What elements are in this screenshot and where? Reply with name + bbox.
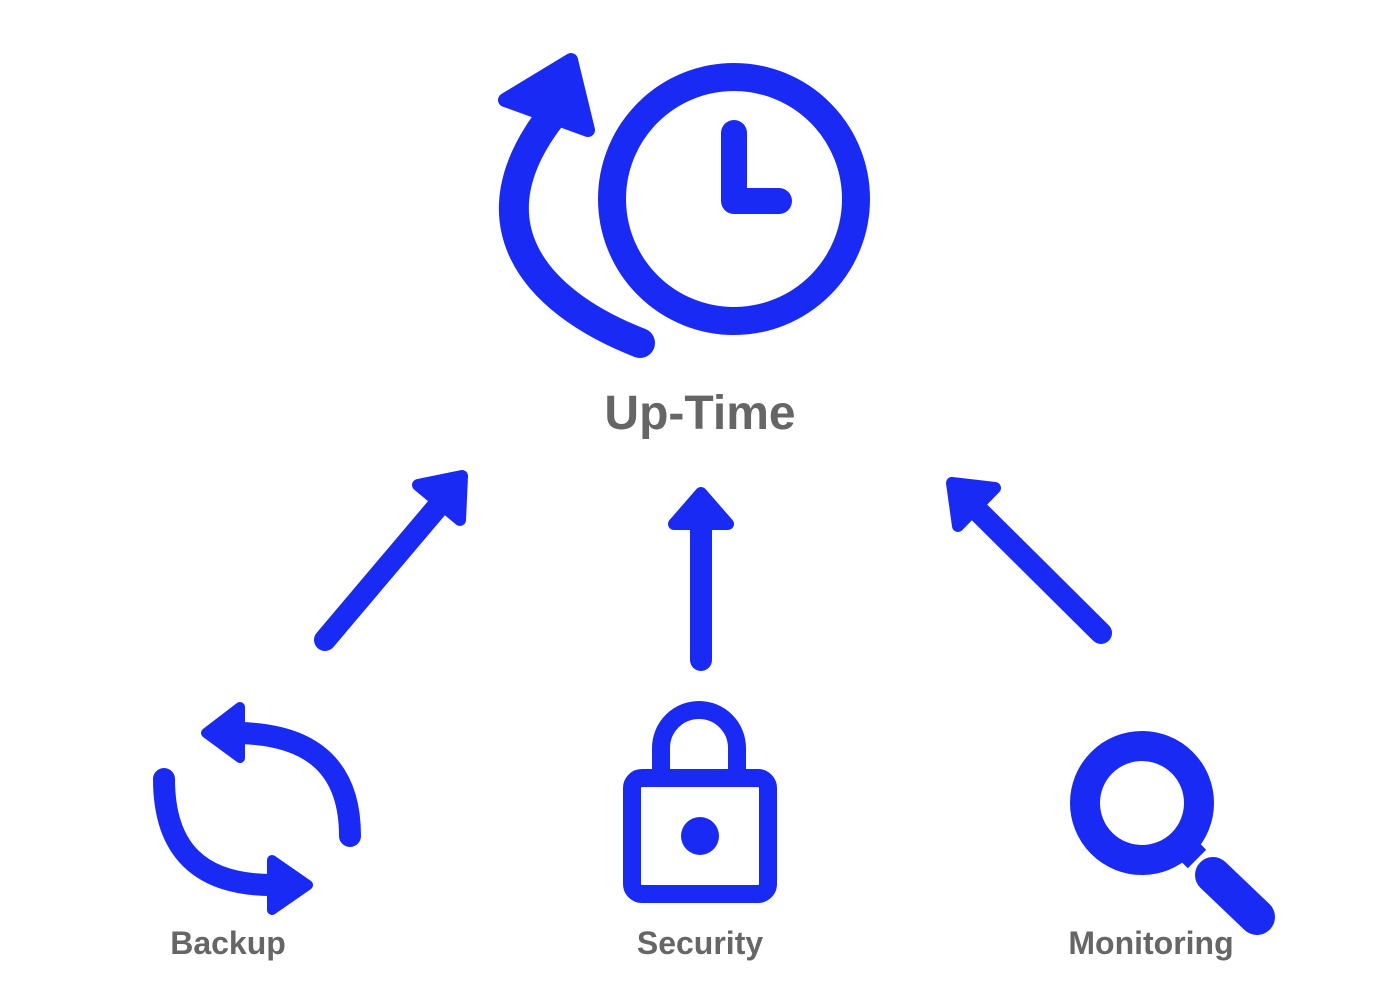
uptime-label: Up-Time (604, 387, 796, 440)
security-label: Security (636, 925, 764, 961)
lock-icon (623, 701, 777, 903)
monitoring-label: Monitoring (1068, 925, 1234, 961)
magnifier-icon (1070, 731, 1275, 935)
arrow-backup-to-uptime (314, 470, 468, 651)
refresh-icon (153, 702, 361, 915)
arrow-monitoring-to-uptime (946, 477, 1112, 644)
arrow-security-to-uptime (668, 487, 734, 671)
backup-label: Backup (170, 925, 286, 961)
clock-restore-icon (498, 53, 870, 358)
